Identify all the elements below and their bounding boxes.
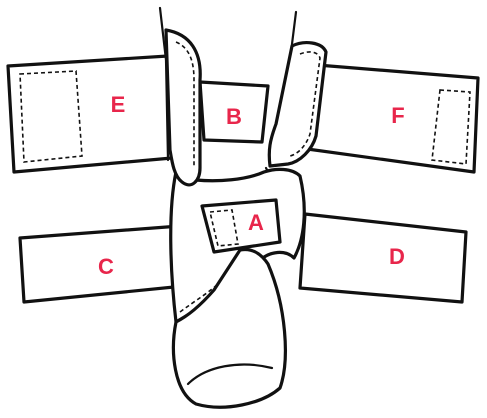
left-upright-body	[164, 28, 202, 187]
strap-f-label: F	[391, 103, 404, 128]
strap-b-label: B	[226, 104, 242, 129]
left-upright-stitching	[175, 41, 195, 166]
toe-edge	[186, 363, 274, 386]
strap-c-label: C	[98, 254, 114, 279]
strap-a-stitching	[209, 209, 239, 247]
strap-f: F	[298, 62, 480, 174]
strap-e: E	[6, 54, 174, 174]
strap-a-body	[200, 198, 282, 254]
foot-body	[171, 247, 287, 409]
strap-a-label: A	[248, 210, 264, 235]
strap-b: B	[198, 80, 270, 144]
strap-e-velcro-patch	[19, 70, 83, 163]
strap-e-label: E	[111, 92, 126, 117]
left-upright	[164, 28, 202, 187]
strap-e-body	[6, 54, 174, 174]
strap-b-body	[198, 80, 270, 144]
right-upright-stitching	[289, 51, 321, 157]
strap-d-label: D	[389, 244, 405, 269]
strap-d-body	[298, 212, 468, 304]
strap-f-body	[298, 62, 480, 174]
strap-d: D	[298, 212, 468, 304]
strap-c: C	[18, 224, 186, 304]
right-upright-body	[267, 41, 328, 168]
strap-a: A	[200, 198, 282, 254]
right-upright	[267, 41, 328, 168]
